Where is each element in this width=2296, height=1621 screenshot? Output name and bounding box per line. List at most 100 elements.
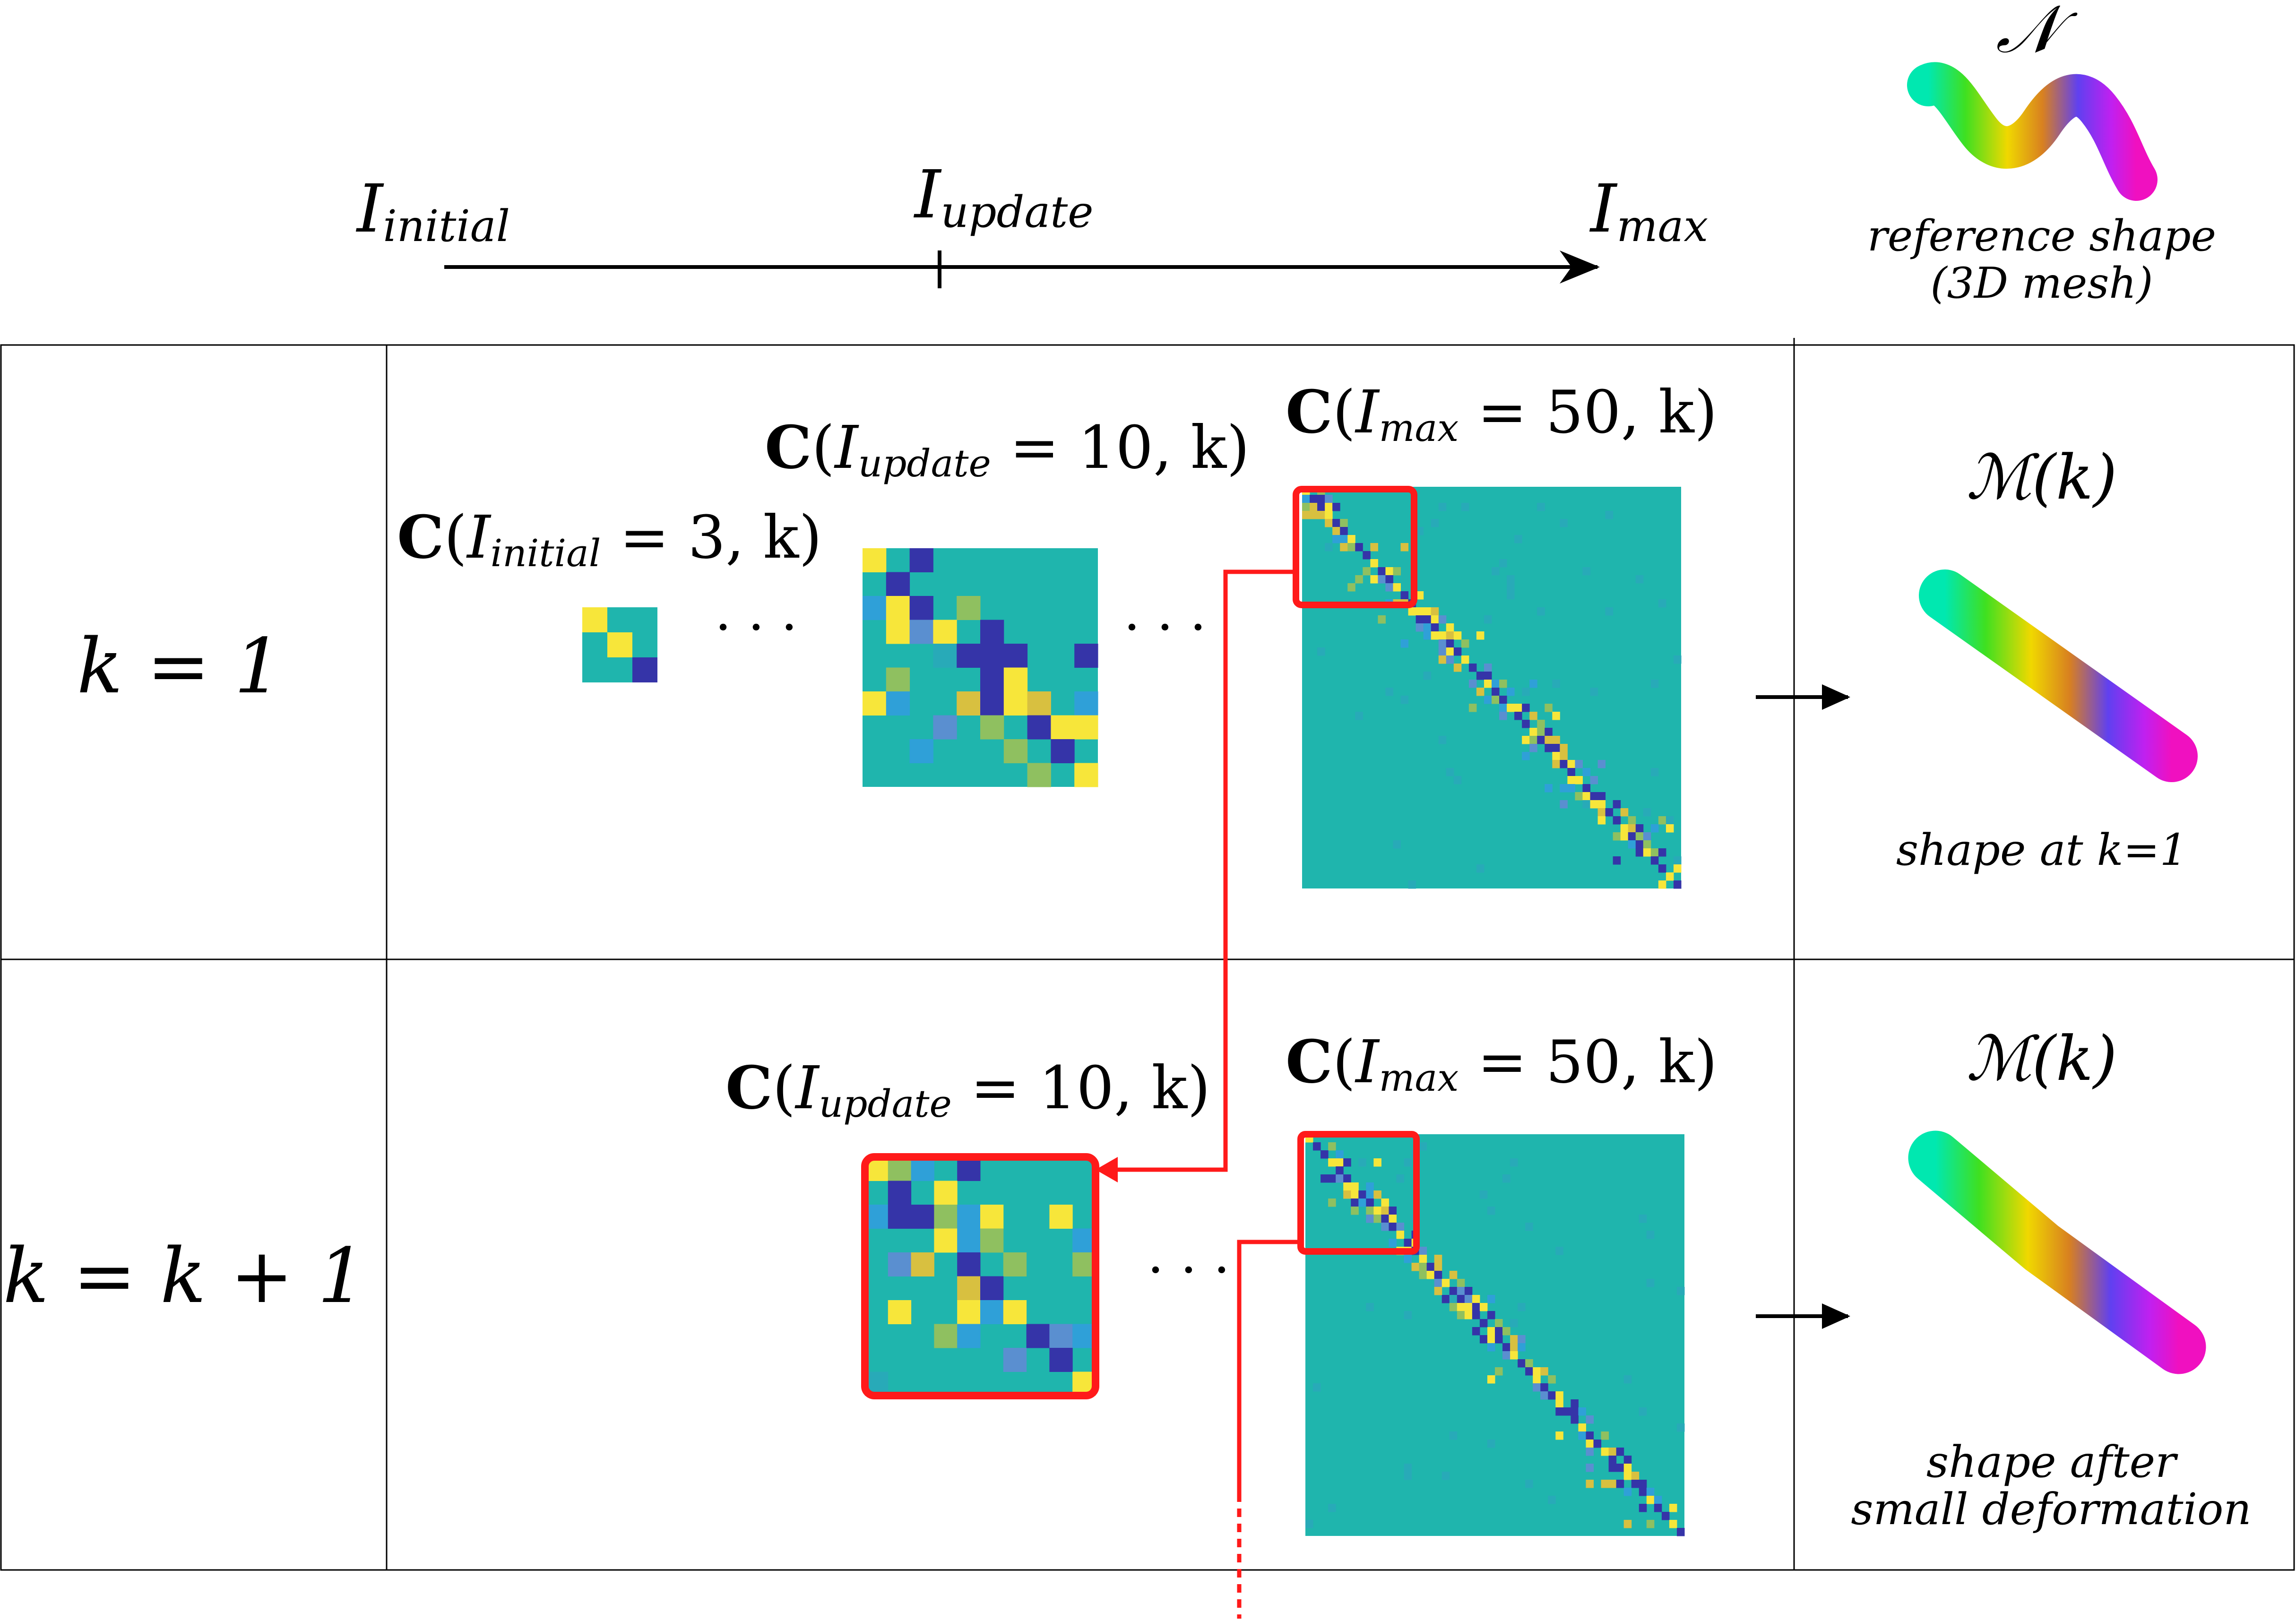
matrix-cell <box>1426 1271 1435 1279</box>
matrix-cell <box>1453 631 1462 640</box>
matrix-cell <box>1426 1263 1435 1271</box>
matrix-cell <box>1635 840 1644 849</box>
matrix-cell <box>1613 800 1621 809</box>
matrix-cell <box>934 1228 958 1253</box>
matrix-cell <box>1613 816 1621 825</box>
reference-mesh-image <box>1907 62 2158 201</box>
matrix-cell <box>1650 856 1659 865</box>
matrix-cell <box>1495 1319 1503 1328</box>
matrix-cell <box>1332 503 1340 511</box>
matrix-cell <box>1468 664 1477 672</box>
matrix-cell <box>1487 1375 1495 1384</box>
matrix-cell <box>1393 583 1401 592</box>
matrix-cell <box>1608 1448 1617 1456</box>
matrix-cell <box>1472 1303 1480 1311</box>
matrix-cell <box>911 1252 934 1276</box>
matrix-cell <box>980 715 1004 740</box>
reference-caption-line1: reference shape <box>1867 211 2216 261</box>
matrix-cell <box>1416 623 1424 632</box>
matrix-cell <box>1529 728 1537 736</box>
matrix-cell <box>1586 1464 1594 1472</box>
matrix-cell <box>1499 559 1507 568</box>
matrix-cell <box>1302 495 1310 503</box>
matrix-cell <box>582 632 607 657</box>
matrix-cell <box>1560 760 1568 768</box>
matrix-cell <box>1613 856 1621 865</box>
matrix-cell <box>1476 864 1485 873</box>
matrix-cell <box>1495 1367 1503 1376</box>
matrix-cell <box>1605 511 1614 519</box>
matrix-cell <box>911 1157 934 1181</box>
matrix-cell <box>607 632 632 657</box>
matrix-cell <box>1502 1174 1511 1183</box>
matrix-cell <box>1351 1207 1359 1215</box>
matrix-cell <box>1378 567 1386 576</box>
matrix-cell <box>1548 1375 1556 1384</box>
matrix-cell <box>1643 832 1651 841</box>
matrix-cell <box>1654 1496 1662 1504</box>
matrix-cell <box>1643 808 1651 817</box>
matrix-cell <box>1003 1300 1027 1324</box>
row2-k-label: k = k + 1 <box>3 1232 365 1320</box>
matrix-cell <box>1302 503 1310 511</box>
matrix-cell <box>1510 1343 1518 1352</box>
matrix-cell <box>1051 739 1075 763</box>
matrix-cell <box>1434 1271 1442 1279</box>
matrix-cell <box>1003 644 1028 668</box>
matrix-cell <box>1328 1504 1336 1512</box>
matrix-cell <box>1343 1190 1351 1199</box>
matrix-cell <box>1639 1488 1647 1496</box>
matrix-cell <box>1590 776 1598 785</box>
matrix-cell <box>1623 1488 1632 1496</box>
matrix-cell <box>957 1228 981 1253</box>
matrix-cell <box>1464 1303 1473 1311</box>
matrix-cell <box>1468 680 1477 688</box>
matrix-cell <box>1310 495 1318 503</box>
matrix-cell <box>1654 1504 1662 1512</box>
matrix-cell <box>1620 832 1629 841</box>
matrix-cell <box>1590 800 1598 809</box>
matrix-cell <box>1597 808 1606 817</box>
matrix-cell <box>1597 760 1606 768</box>
matrix-cell <box>1487 1335 1495 1344</box>
matrix-cell <box>1313 1383 1321 1392</box>
matrix-cell <box>1336 1166 1344 1175</box>
row1-matrix-update-label: C(Iupdate = 10, k) <box>765 413 1250 485</box>
matrix-cell <box>1404 1472 1412 1480</box>
matrix-cell <box>1545 784 1553 793</box>
matrix-cell <box>1400 639 1409 648</box>
matrix-cell <box>1499 696 1507 704</box>
matrix-cell <box>1332 527 1340 535</box>
matrix-cell <box>1518 1343 1526 1352</box>
matrix-cell <box>1487 1327 1495 1336</box>
matrix-cell <box>1441 1472 1450 1480</box>
matrix-cell <box>1446 655 1454 664</box>
matrix-cell <box>1484 664 1492 672</box>
matrix-cell <box>1351 1199 1359 1207</box>
matrix-cell <box>1646 1520 1655 1528</box>
row1-k-label: k = 1 <box>77 622 283 710</box>
matrix-cell <box>1510 1319 1518 1328</box>
matrix-cell <box>1661 1512 1670 1520</box>
matrix-cell <box>1363 551 1371 560</box>
matrix-cell <box>1370 575 1378 584</box>
matrix-cell <box>607 657 632 682</box>
matrix-cell <box>886 620 910 644</box>
matrix-cell <box>888 1205 912 1229</box>
matrix-cell <box>1325 495 1333 503</box>
matrix-cell <box>1381 1207 1389 1215</box>
matrix-cell <box>1441 1279 1450 1287</box>
matrix-cell <box>1431 519 1439 527</box>
matrix-cell <box>1366 1207 1374 1215</box>
matrix-cell <box>1658 599 1666 608</box>
matrix-cell <box>1555 1391 1563 1400</box>
matrix-cell <box>1487 1207 1495 1215</box>
matrix-cell <box>1381 1199 1389 1207</box>
matrix-cell <box>1590 688 1598 696</box>
matrix-cell <box>1525 1480 1533 1488</box>
matrix-cell <box>1616 1464 1624 1472</box>
matrix-cell <box>1446 631 1454 640</box>
matrix-cell <box>1555 1399 1563 1408</box>
matrix-cell <box>1510 1351 1518 1360</box>
matrix-cell <box>1434 1287 1442 1295</box>
